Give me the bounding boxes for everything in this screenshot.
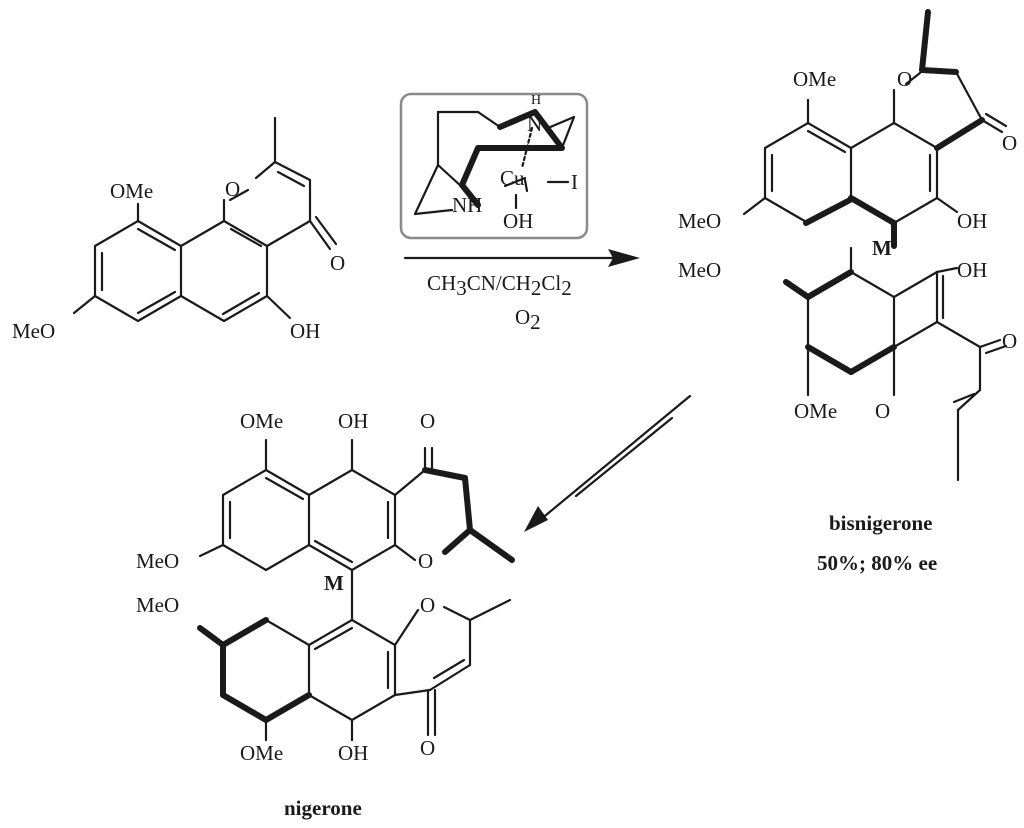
nigerone-name: nigerone [284,796,362,820]
catalyst-cu: Cu [500,166,525,190]
bisnigerone-structure: OMe O O MeO OH M MeO OH O OMe O [678,9,1017,482]
reactant-meo-label: MeO [12,319,55,343]
bis-lower-meo-label: MeO [678,258,721,282]
nig-lower-meo-label: MeO [136,593,179,617]
reactant-ring-o-label: O [225,177,240,201]
bis-axis-label: M [872,236,892,260]
catalyst-hydroxide: OH [503,209,533,233]
catalyst-nh-bottom: NH [452,193,482,217]
reactant-oh-label: OH [290,319,320,343]
catalyst-h-top: H [531,93,541,108]
nig-lower-oh-label: OH [338,741,368,765]
reactant-structure: OMe O O MeO OH [12,116,345,343]
bis-upper-carbonyl-o-label: O [1002,131,1017,155]
nig-upper-meo-label: MeO [136,549,179,573]
nigerone-structure: OMe OH O MeO O M MeO O OMe OH O [136,409,515,765]
nig-upper-carbonyl-o-label: O [420,409,435,433]
nig-upper-oh-label: OH [338,409,368,433]
bis-upper-meo-label: MeO [678,209,721,233]
bis-upper-ring-o-label: O [897,67,912,91]
bisnigerone-name: bisnigerone [829,511,932,535]
catalyst-box: N H NH Cu I OH [399,92,589,240]
bis-lower-ome-label: OMe [794,399,837,423]
nig-upper-ome-label: OMe [240,409,283,433]
nig-upper-ring-o-label: O [418,549,433,573]
catalyst-iodide: I [571,170,578,194]
bis-upper-ome-label: OMe [793,67,836,91]
reaction-arrow [403,249,640,267]
catalyst-n-top: N [527,112,542,136]
conversion-arrow [524,394,692,532]
nig-axis-label: M [324,571,344,595]
nig-lower-ring-o-label: O [420,593,435,617]
conditions-oxidant: O2 [515,305,541,334]
bis-lower-oh-label: OH [957,258,987,282]
nig-lower-ome-label: OMe [240,741,283,765]
bisnigerone-yield-ee: 50%; 80% ee [817,551,937,575]
reactant-ome-label: OMe [110,179,153,203]
conditions-solvent: CH3CN/CH2Cl2 [427,271,572,300]
bis-lower-ring-o-label: O [875,399,890,423]
nig-lower-carbonyl-o-label: O [420,736,435,760]
bis-upper-oh-label: OH [957,209,987,233]
reactant-carbonyl-o-label: O [330,251,345,275]
bis-lower-carbonyl-o-label: O [1002,329,1017,353]
